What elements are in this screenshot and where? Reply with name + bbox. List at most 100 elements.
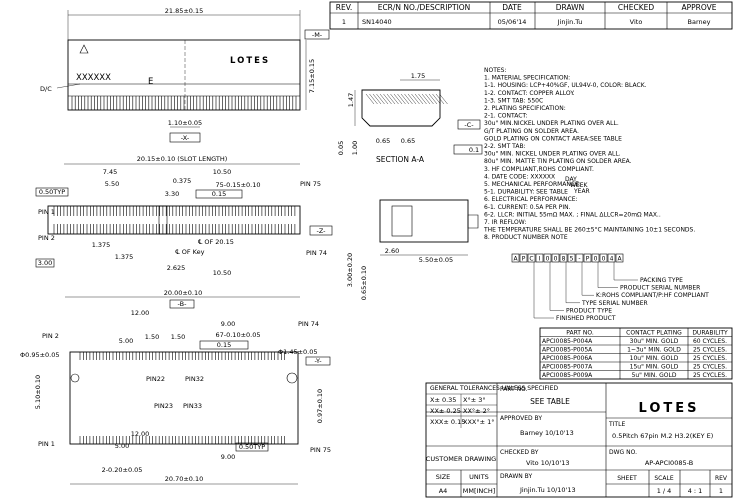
notes-block: NOTES:1. MATERIAL SPECIFICATION: 1-1. HO… bbox=[483, 67, 695, 241]
mid-dim-5: 0.50TYP bbox=[39, 188, 65, 196]
datum-y: -Y- bbox=[314, 357, 322, 365]
hatch-line bbox=[400, 93, 410, 105]
revision-table: REV. ECR/N NO./DESCRIPTION DATE DRAWN CH… bbox=[329, 1, 733, 30]
pn-label: PRODUCT SERIAL NUMBER bbox=[620, 285, 700, 292]
pn-char: P bbox=[586, 256, 590, 263]
mid-dim-13: 10.50 bbox=[213, 269, 232, 277]
tb-drawn-label: DRAWN BY bbox=[500, 473, 532, 480]
mid-dim-0: 7.45 bbox=[103, 168, 117, 176]
note-line: 6-2. LLCR: INITIAL 55mΩ MAX. ; FINAL ΔLL… bbox=[484, 211, 661, 218]
bot-dim-height: 5.10±0.10 bbox=[34, 375, 42, 409]
pn-box bbox=[535, 253, 544, 263]
tb-dwg-label: DWG NO. bbox=[609, 449, 637, 456]
mid-pin2: PIN 2 bbox=[38, 234, 55, 242]
note-line: 1-1. HOUSING: LCP+40%GF, UL94V-0, COLOR:… bbox=[484, 82, 647, 89]
bot-dim-15: 0.50TYP bbox=[239, 443, 265, 451]
pn-box bbox=[615, 253, 624, 263]
rev-row-desc: SN14040 bbox=[362, 18, 392, 26]
part-table-cell: 25 CYCLES. bbox=[693, 364, 727, 371]
note-line: 30u" MIN.NICKEL UNDER PLATING OVER ALL. bbox=[484, 120, 619, 127]
tb-checked: Vito 10/10'13 bbox=[526, 459, 570, 467]
mid-slot-length: 20.15±0.10 (SLOT LENGTH) bbox=[137, 155, 228, 163]
tol-cell: X°± 3° bbox=[463, 396, 486, 404]
bot-dim-0: 12.00 bbox=[131, 309, 150, 317]
side-dim-1: 5.50±0.05 bbox=[419, 256, 453, 264]
tb-title: 0.5Pitch 67pin M.2 H3.2(KEY E) bbox=[612, 432, 713, 440]
mid-dim-2: 5.50 bbox=[105, 180, 119, 188]
note-line: 5. MECHANICAL PERFORMANCE: bbox=[484, 181, 581, 188]
sec-dim-d: 1.00 bbox=[351, 141, 359, 155]
note-line: 1. MATERIAL SPECIFICATION: bbox=[484, 75, 570, 82]
part-table-cell: 5u" MIN. GOLD bbox=[632, 372, 677, 379]
note-line: 1-2. CONTACT: COPPER ALLOY. bbox=[484, 90, 575, 97]
pn-box bbox=[607, 253, 616, 263]
pn-box bbox=[511, 253, 520, 263]
rev-row-checked: Vito bbox=[630, 18, 643, 26]
rev-header-approve: APPROVE bbox=[681, 3, 716, 12]
top-dim-bottom: 1.10±0.05 bbox=[168, 119, 202, 127]
top-logo: LOTES bbox=[230, 56, 270, 66]
datum-c: -C- bbox=[464, 121, 474, 129]
note-line: 2-1. CONTACT: bbox=[484, 113, 527, 120]
mid-pin74: PIN 74 bbox=[306, 249, 327, 257]
part-table-cell: 25 CYCLES. bbox=[693, 347, 727, 354]
pn-box bbox=[575, 253, 584, 263]
tb-checked-label: CHECKED BY bbox=[500, 449, 539, 456]
mid-pin75: PIN 75 bbox=[300, 180, 321, 188]
bot-hole-left bbox=[70, 373, 80, 383]
note-line: G/T PLATING ON SOLDER AREA. bbox=[484, 128, 579, 135]
hatch-line bbox=[379, 93, 389, 105]
top-pin-row bbox=[71, 96, 297, 110]
section-title: SECTION A-A bbox=[376, 155, 425, 164]
tb-sheet-label: SHEET bbox=[617, 475, 637, 482]
bot-body-outline bbox=[69, 351, 299, 445]
hatch-line bbox=[425, 93, 434, 105]
part-table-cell: APCI0085-P005A bbox=[542, 347, 593, 354]
bot-pin75: PIN 75 bbox=[310, 446, 331, 454]
tb-tol-title: GENERAL TOLERANCES UNLESS SPECIFIED bbox=[430, 385, 558, 392]
date-code-week: WEEK bbox=[570, 182, 589, 189]
tol-cell: XX°± 2° bbox=[463, 407, 490, 415]
part-table-cell: 15u" MIN. GOLD bbox=[630, 364, 679, 371]
pn-box bbox=[551, 253, 560, 263]
bot-dim-bottom-left: 2-0.20±0.05 bbox=[102, 466, 143, 474]
note-line: 2-2. SMT TAB: bbox=[484, 143, 526, 150]
pn-box bbox=[567, 253, 576, 263]
pn-box bbox=[527, 253, 536, 263]
hatch-line bbox=[435, 93, 445, 105]
note-line: 2. PLATING SPECIFICATION: bbox=[484, 105, 566, 112]
tb-customer-drawing: CUSTOMER DRAWING bbox=[426, 455, 496, 463]
mid-dim-4: 75-0.15±0.10 bbox=[215, 181, 260, 189]
bot-dim-width: 20.00±0.10 bbox=[164, 289, 203, 297]
sec-dim-h: 1.47 bbox=[347, 93, 355, 107]
tb-partno: SEE TABLE bbox=[530, 397, 570, 406]
top-view: 21.85±0.15 -M- XXXXXX E LOTES D/C 7.15±0… bbox=[40, 7, 330, 143]
date-code-day: DAY bbox=[565, 176, 577, 183]
tb-title-label: TITLE bbox=[608, 421, 625, 428]
tb-sheet: 1 / 4 bbox=[657, 487, 672, 495]
pn-label: K:ROHS COMPLIANT/P:HF COMPLIANT bbox=[596, 292, 709, 299]
pn-char: 0 bbox=[602, 256, 606, 263]
note-line: GOLD PLATING ON CONTACT AREA:SEE TABLE bbox=[484, 135, 622, 142]
pn-char: C bbox=[529, 256, 533, 263]
part-table-cell: APCI0085-P007A bbox=[542, 364, 593, 371]
mid-dim-6: 3.30 bbox=[165, 190, 179, 198]
bot-hole-right-label: Φ1.45±0.05 bbox=[278, 348, 318, 356]
hatch-line bbox=[383, 93, 392, 105]
part-table-cell: APCI0085-P006A bbox=[542, 355, 593, 362]
tb-partno-label: PART NO. bbox=[500, 386, 528, 393]
datum-z: -Z- bbox=[316, 227, 326, 235]
pin1-marker-icon bbox=[79, 44, 89, 54]
bot-dim-1: 9.00 bbox=[221, 320, 235, 328]
note-line: 30u" MIN. NICKEL UNDER PLATING OVER ALL. bbox=[484, 151, 621, 158]
bot-dim-4: 1.50 bbox=[171, 333, 185, 341]
tb-rev: 1 bbox=[719, 487, 723, 495]
top-dim-height: 7.15±0.15 bbox=[308, 59, 316, 93]
pn-char: 5 bbox=[570, 256, 574, 263]
bot-dim-13: 5.00 bbox=[115, 442, 129, 450]
date-code-year: YEAR bbox=[573, 188, 590, 195]
part-table-cell: 30u" MIN. GOLD bbox=[630, 338, 679, 345]
